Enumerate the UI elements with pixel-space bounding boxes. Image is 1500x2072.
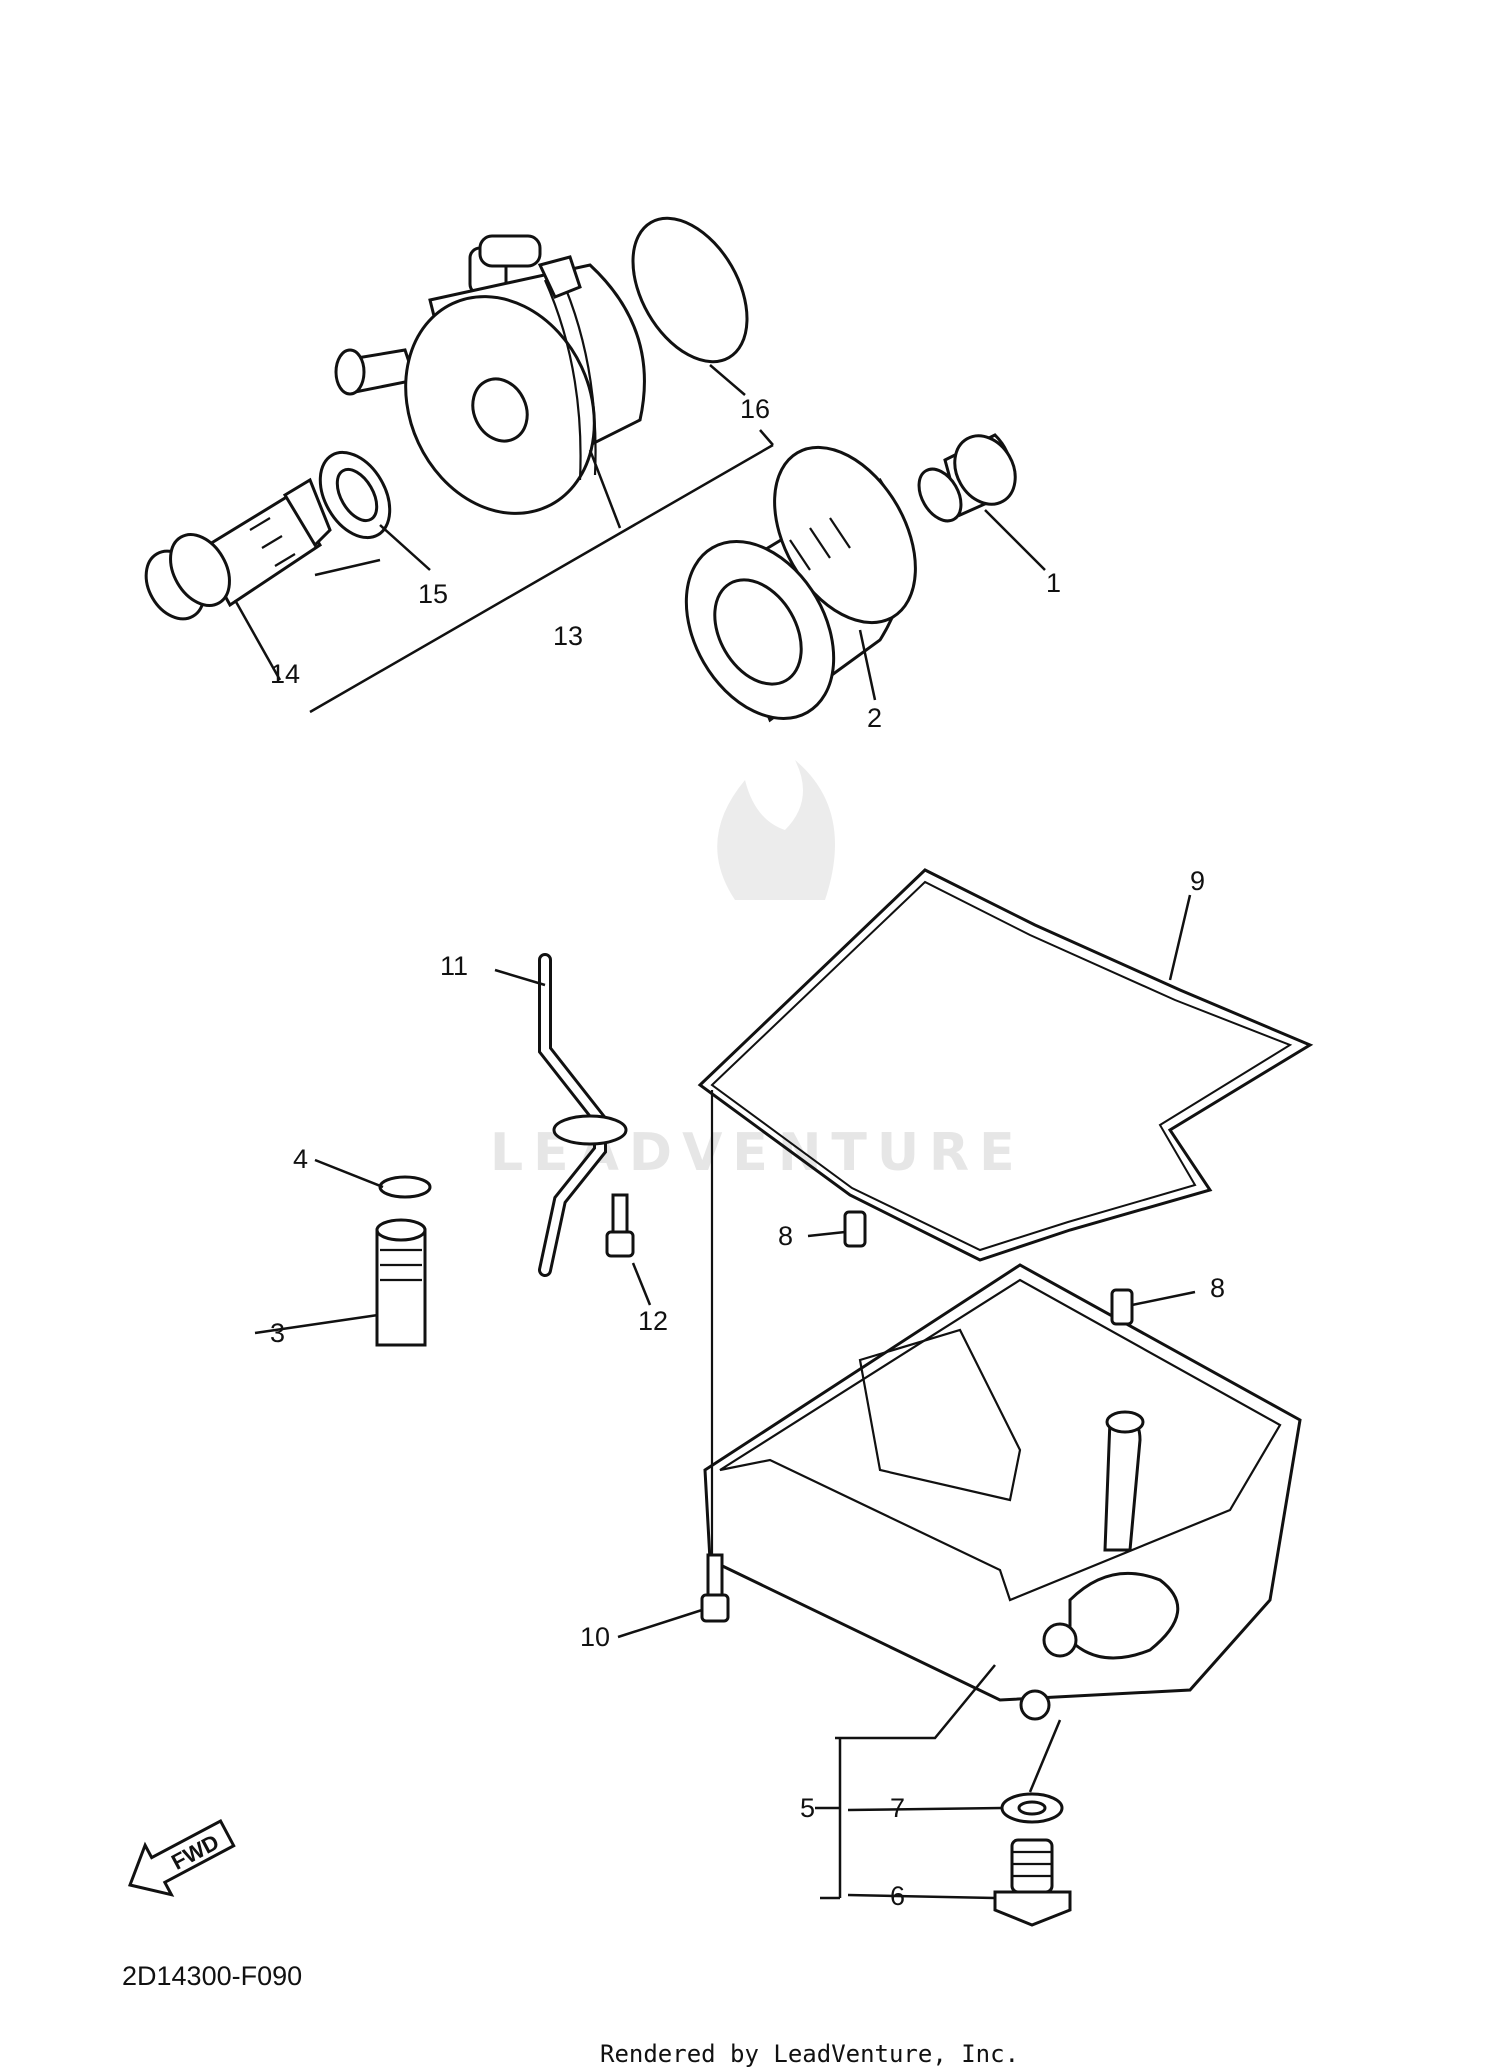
callout-13: 13 bbox=[553, 621, 583, 651]
callout-3: 3 bbox=[270, 1318, 285, 1348]
callout-9: 9 bbox=[1190, 866, 1205, 896]
bolt-10 bbox=[700, 1553, 730, 1623]
top-leader-lines bbox=[233, 364, 1046, 714]
render-credit: Rendered by LeadVenture, Inc. bbox=[600, 2040, 1019, 2068]
bolt-12 bbox=[605, 1193, 635, 1258]
oil-cooler bbox=[334, 234, 646, 515]
callout-2: 2 bbox=[867, 703, 882, 733]
diagram-code: 2D14300-F090 bbox=[122, 1961, 302, 1991]
dowel-pin-8b bbox=[1110, 1288, 1134, 1326]
oil-strainer-3 bbox=[375, 1218, 427, 1347]
callout-12: 12 bbox=[638, 1306, 668, 1336]
washer-15 bbox=[318, 450, 392, 540]
bottom-leader-lines bbox=[254, 894, 1196, 1900]
union-bolt-14 bbox=[144, 477, 332, 621]
washer-7 bbox=[1000, 1792, 1064, 1824]
o-ring-4 bbox=[378, 1175, 432, 1199]
pipe-bracket bbox=[552, 1114, 628, 1146]
fitting-1 bbox=[917, 433, 1017, 523]
callout-16: 16 bbox=[740, 394, 770, 424]
oil-pan-gasket-9 bbox=[697, 868, 1314, 1262]
callout-11: 11 bbox=[440, 951, 468, 981]
oil-filter-2 bbox=[684, 445, 917, 723]
o-ring-16 bbox=[631, 216, 749, 364]
callout-15: 15 bbox=[418, 579, 448, 609]
callout-10: 10 bbox=[580, 1622, 610, 1652]
callout-5: 5 bbox=[800, 1793, 815, 1823]
callout-1: 1 bbox=[1046, 568, 1061, 598]
callout-8a: 8 bbox=[778, 1221, 793, 1251]
oil-pan bbox=[703, 1263, 1302, 1721]
callouts: 1 2 3 4 5 6 7 8 8 9 10 11 12 13 14 15 16 bbox=[270, 394, 1225, 1911]
drain-bolt-6 bbox=[993, 1838, 1072, 1927]
fwd-arrow-icon: FWD bbox=[127, 1818, 236, 1897]
callout-4: 4 bbox=[293, 1144, 308, 1174]
callout-7: 7 bbox=[890, 1793, 905, 1823]
callout-8b: 8 bbox=[1210, 1273, 1225, 1303]
callout-6: 6 bbox=[890, 1881, 905, 1911]
dowel-pin-8a bbox=[843, 1210, 867, 1248]
callout-14: 14 bbox=[270, 659, 300, 689]
